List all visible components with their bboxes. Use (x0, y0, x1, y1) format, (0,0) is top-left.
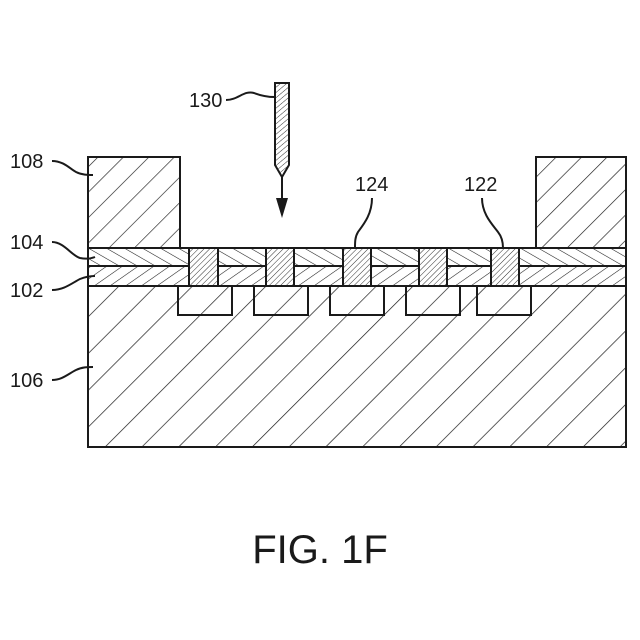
substrate-106 (88, 286, 626, 447)
contact-plug (266, 248, 294, 286)
leader-122 (482, 198, 503, 248)
contact-plug (343, 248, 371, 286)
leader-130 (226, 92, 275, 100)
label-108: 108 (10, 151, 43, 173)
label-106: 106 (10, 370, 43, 392)
label-104: 104 (10, 232, 43, 254)
down-arrow-icon (276, 177, 288, 218)
label-102: 102 (10, 280, 43, 302)
leader-108 (52, 161, 93, 175)
block-108-right (536, 157, 626, 248)
contact-plug (419, 248, 447, 286)
leader-106 (52, 367, 93, 380)
probe-130 (275, 83, 289, 177)
label-122: 122 (464, 174, 497, 196)
label-124: 124 (355, 174, 388, 196)
contact-plug (189, 248, 218, 286)
label-130: 130 (189, 90, 222, 112)
contact-plug (491, 248, 519, 286)
figure-caption: FIG. 1F (252, 528, 388, 572)
block-108-left (88, 157, 180, 248)
leader-124 (355, 198, 372, 248)
